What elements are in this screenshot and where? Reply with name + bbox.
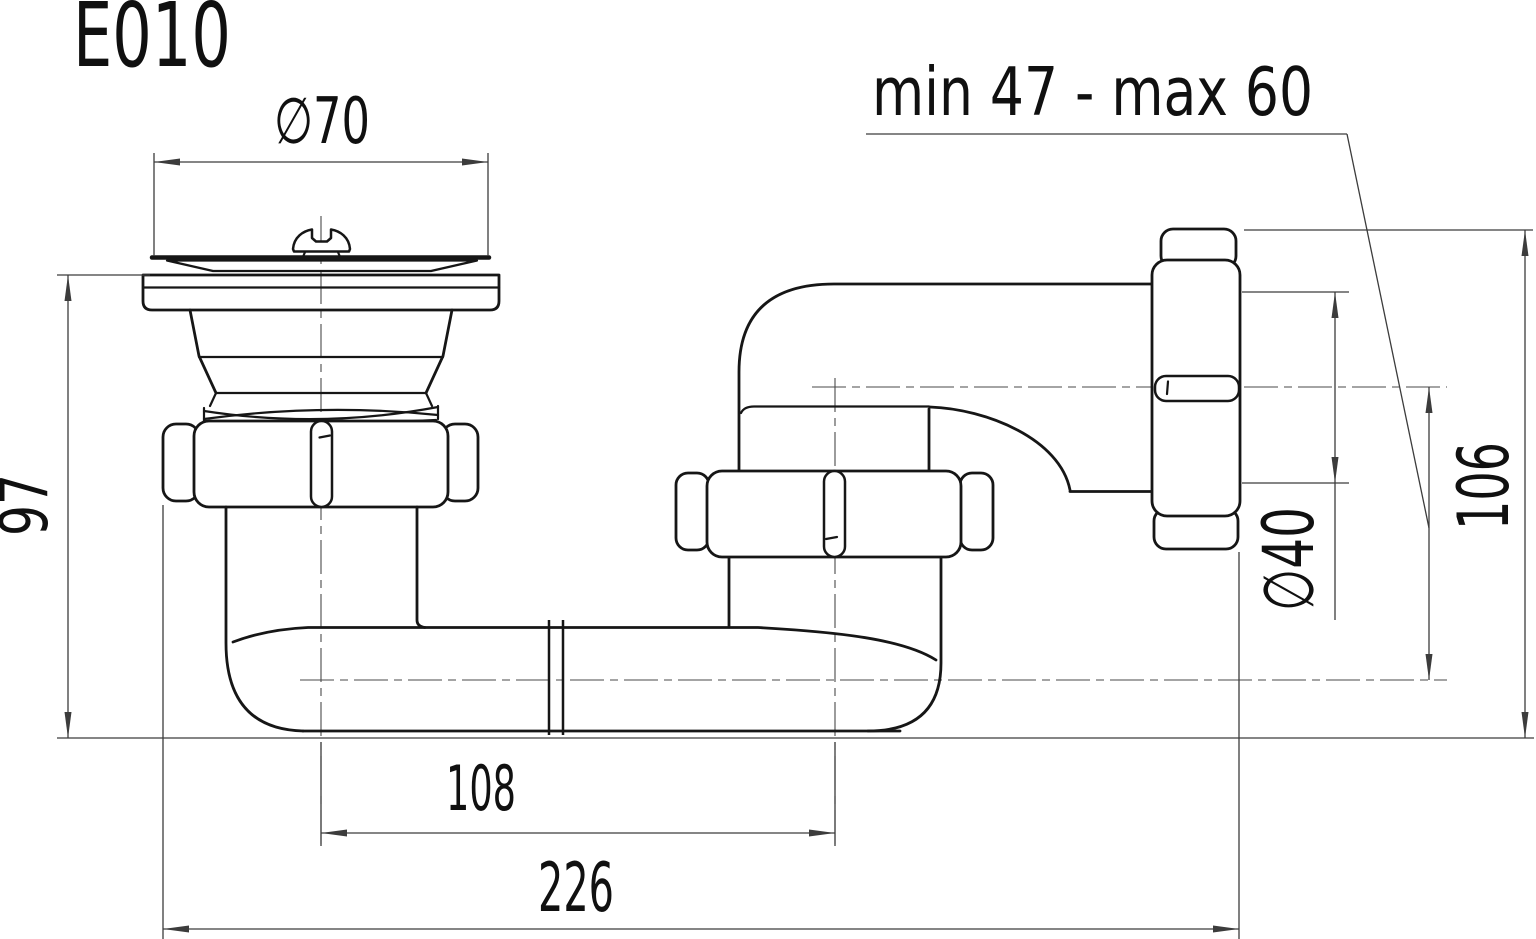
label-left-height: 97 — [0, 474, 63, 536]
wall-connector-nut — [1150, 227, 1242, 551]
flange — [141, 273, 501, 312]
trap-nut — [674, 469, 995, 559]
trap-body — [727, 555, 943, 733]
arrowhead — [1521, 230, 1529, 256]
tailpipe-right-edge — [415, 505, 427, 629]
label-wall-adjust-range: min 47 - max 60 — [872, 53, 1313, 131]
arrowhead — [1331, 457, 1339, 483]
arrowhead — [1213, 925, 1239, 933]
trap-nut-slot — [822, 469, 847, 559]
arrowhead — [64, 712, 72, 738]
gasket-arc-2 — [202, 405, 440, 421]
dim-top-diameter — [153, 153, 489, 256]
elbow-shoulder — [739, 405, 931, 415]
dim-overall-length — [162, 505, 1240, 939]
arrowhead — [321, 829, 347, 837]
dim-outlet-height — [1244, 229, 1533, 738]
arrowhead — [64, 275, 72, 301]
dim-40-ext — [1242, 291, 1349, 484]
label-outlet-height: 106 — [1443, 442, 1525, 530]
wall-nut-slot — [1153, 374, 1241, 403]
dim-left-height — [57, 274, 150, 738]
dim-trap-center-distance — [320, 742, 836, 846]
cover-underplate — [165, 259, 479, 273]
label-overall-length: 226 — [538, 849, 614, 928]
elbow-riser — [737, 282, 1154, 493]
union-joint — [547, 620, 565, 735]
label-trap-center-distance: 108 — [446, 752, 516, 825]
arrowhead — [809, 829, 835, 837]
arrowhead — [163, 925, 189, 933]
arrowhead — [1425, 387, 1433, 413]
elbow-inner-bend — [928, 405, 1072, 492]
trap-body-right-edge — [866, 555, 943, 733]
arrowhead — [154, 158, 180, 166]
label-outlet-pipe-diameter: ∅40 — [1248, 507, 1330, 611]
dimension-lines — [57, 133, 1534, 939]
wall-nut-slot-tick — [1165, 380, 1170, 396]
dim-wall-adjust-range — [866, 133, 1433, 680]
arrowhead — [462, 158, 488, 166]
drain-nut — [161, 419, 480, 509]
strainer-cone-left — [188, 308, 218, 395]
arrowhead — [1521, 712, 1529, 738]
tailpipe-left-edge — [224, 505, 305, 733]
strainer-flare-sides — [208, 391, 434, 408]
trap-nut-right-wing — [958, 471, 995, 552]
dim-70-ext — [153, 153, 489, 256]
elbow-outer — [737, 282, 1154, 473]
arrowhead — [1425, 654, 1433, 680]
label-top-diameter: ∅70 — [274, 85, 370, 159]
bottom-pipe — [231, 620, 938, 735]
label-model-code: E010 — [73, 0, 231, 87]
leader-slant — [1346, 133, 1430, 529]
dim-108-ext — [320, 742, 836, 846]
dim-outlet-pipe-diameter — [1242, 291, 1349, 620]
gasket-ends — [202, 404, 440, 423]
pipe-top-edge — [231, 626, 938, 662]
drain-assembly — [141, 228, 501, 733]
drain-nut-slot-tick — [318, 434, 332, 439]
strainer-cone-right — [424, 308, 454, 395]
trap-nut-slot-tick — [824, 535, 839, 541]
screw-knob — [291, 228, 352, 253]
dim-226-ext — [162, 505, 1240, 939]
trap-nut-left-wing — [674, 471, 711, 552]
arrowhead — [1331, 292, 1339, 318]
drain-nut-slot — [309, 419, 334, 509]
